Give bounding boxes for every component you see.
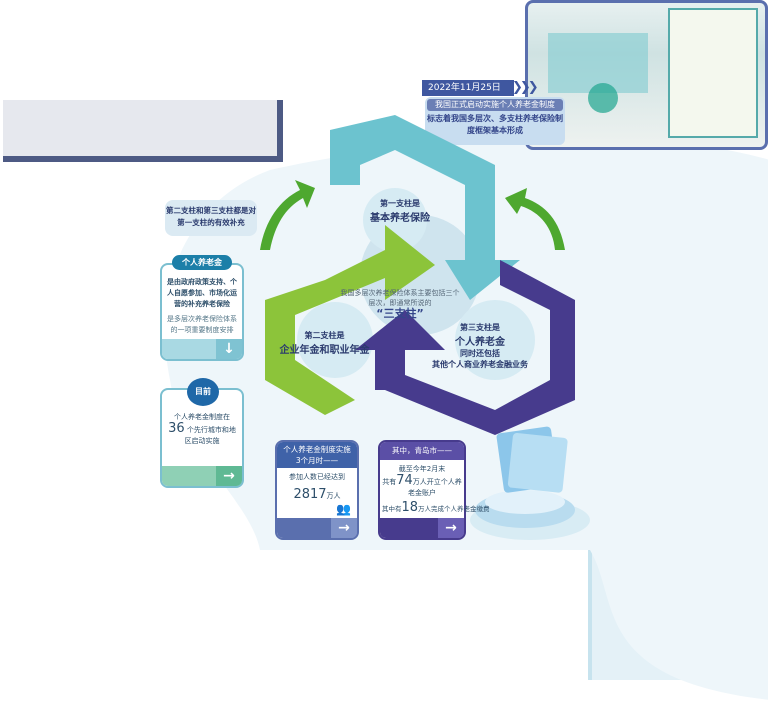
pillar2-circle (297, 302, 373, 378)
timeline-box: 我国正式启动实施个人养老金制度 标志着我国多层次、多支柱养老保险制度框架基本形成 (425, 97, 565, 145)
qingdao-date: 截至今年2月末 (398, 465, 446, 473)
pillar3-circle (455, 300, 535, 380)
pillar1-name: 基本养老保险 (370, 213, 430, 224)
paid-pre: 其中有 (382, 505, 402, 513)
purple-arrow-pillar3 (355, 260, 575, 435)
participants-number: 2817 (293, 487, 327, 502)
blank-text-panel (3, 100, 283, 162)
personal-pension-card: 是由政府政策支持、个人自愿参加、市场化运营的补充养老保险 是多层次养老保险体系的… (160, 263, 244, 361)
personal-pension-title: 个人养老金 (172, 255, 232, 270)
three-pillars-quote: “三支柱” (376, 307, 424, 320)
pillar3-label: 第三支柱是 个人养老金 同时还包括 其他个人商业养老金融业务 (400, 322, 560, 370)
event-text: 我国正式启动实施个人养老金制度 (427, 99, 563, 111)
pillar1-lead: 第一支柱是 (380, 199, 420, 208)
three-months-card: 个人养老金制度实施3个月时—— 参加人数已经达到 2817万人 👥 → (275, 440, 359, 540)
arrow-down-icon: ↓ (216, 339, 242, 359)
participants-value: 2817万人 (277, 483, 357, 502)
current-text-before: 个人养老金制度在 (174, 413, 230, 421)
accounts-post: 万人开立个人养老金账户 (408, 478, 462, 497)
paid-number: 18 (401, 500, 419, 515)
paid-post: 万人完成个人养老金缴费 (418, 505, 490, 513)
participants-text: 参加人数已经达到 (289, 473, 345, 481)
pillar3-name: 个人养老金 (455, 337, 505, 348)
definition-text: 是由政府政策支持、个人自愿参加、市场化运营的补充养老保险 (167, 278, 237, 308)
significance-text: 标志着我国多层次、多支柱养老保险制度框架基本形成 (427, 114, 563, 135)
accounts-number: 74 (396, 473, 413, 488)
current-text-after: 个先行城市和地区启动实施 (184, 426, 236, 445)
pillar2-label: 第二支柱是 企业年金和职业年金 (272, 330, 377, 356)
pillar3-extra: 其他个人商业养老金融业务 (432, 360, 528, 369)
people-icon: 👥 (336, 502, 351, 516)
qingdao-card: 其中，青岛市—— 截至今年2月末 共有74万人开立个人养老金账户 → (378, 440, 466, 540)
green-curved-arrow-right (505, 188, 565, 250)
accounts-text: 共有74万人开立个人养老金账户 (380, 473, 464, 499)
pillar3-lead: 第三支柱是 (460, 323, 500, 332)
current-text: 个人养老金制度在 36 个先行城市和地区启动实施 (162, 412, 242, 447)
center-text: 我国多层次养老保险体系主要包括三个层次，即通常所说的 “三支柱” (340, 288, 460, 319)
pillar1-label: 第一支柱是 基本养老保险 (365, 198, 435, 224)
participants-unit: 万人 (326, 492, 341, 500)
teal-arrow-pillar1 (330, 115, 520, 300)
accounts-pre: 共有 (382, 478, 397, 486)
arrow-right-icon: → (216, 466, 242, 486)
current-title: 目前 (187, 378, 219, 406)
center-intro: 我国多层次养老保险体系主要包括三个层次，即通常所说的 (340, 289, 460, 307)
green-arrow-pillar2 (265, 225, 435, 415)
pillar1-circle (363, 188, 427, 252)
card-stack-illustration (475, 426, 575, 528)
arrow-right-icon: → (438, 518, 464, 538)
qingdao-title: 其中，青岛市—— (380, 442, 464, 460)
supplement-bubble: 第二支柱和第三支柱都是对第一支柱的有效补充 (165, 200, 257, 236)
chevrons-icon: ❯❯❯ (512, 80, 539, 95)
pillar2-lead: 第二支柱是 (304, 331, 345, 340)
paid-text: 其中有18万人完成个人养老金缴费 (382, 500, 490, 515)
green-curved-arrow-left (260, 180, 315, 250)
arrow-right-icon: → (331, 518, 357, 538)
pillar2-name: 企业年金和职业年金 (279, 345, 370, 356)
city-count: 36 (168, 421, 185, 436)
three-pillars-diagram (260, 115, 575, 435)
date-banner: 2022年11月25日 (422, 80, 514, 96)
pillar3-extra-lead: 同时还包括 (460, 349, 500, 358)
role-text: 是多层次养老保险体系的一项重要制度安排 (167, 315, 237, 334)
three-months-title: 个人养老金制度实施3个月时—— (277, 442, 357, 468)
bank-hall-photo (525, 0, 768, 150)
